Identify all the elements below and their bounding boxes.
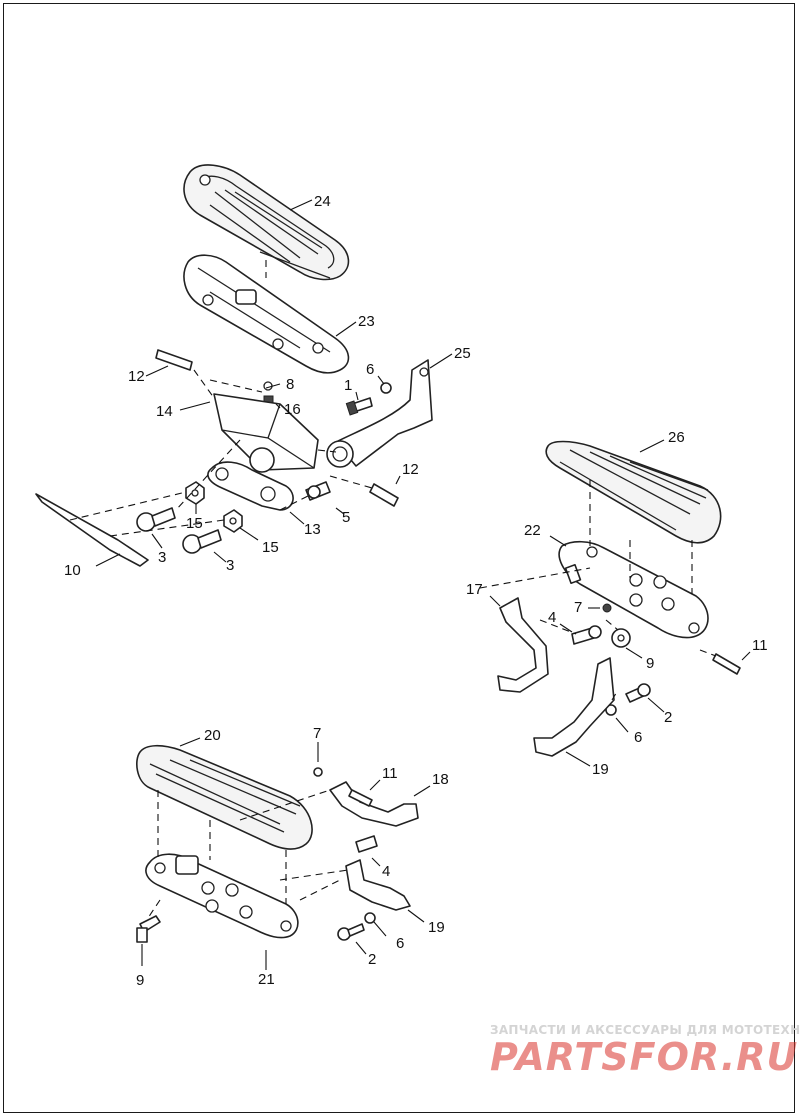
part-11-bolt-bottom <box>348 789 373 807</box>
callout-11-right: 11 <box>752 637 768 654</box>
part-9-bumper-right <box>611 628 631 648</box>
part-21-footboard-base <box>145 853 299 939</box>
callout-labels: 24 23 25 12 8 1 6 14 16 12 15 5 13 3 15 … <box>64 193 768 989</box>
callout-9-bottom: 9 <box>136 972 144 989</box>
callout-18: 18 <box>432 771 449 788</box>
part-6-washer-bottom <box>364 912 376 924</box>
callout-19-right: 19 <box>592 761 609 778</box>
part-11-long-bolt-right <box>712 653 741 675</box>
part-15-nut-lower <box>223 509 243 533</box>
watermark: ЗАПЧАСТИ И АКСЕССУАРЫ ДЛЯ МОТОТЕХНИКИ PA… <box>490 1023 800 1079</box>
callout-21: 21 <box>258 971 275 988</box>
part-24-footboard-pad <box>183 164 350 281</box>
part-9-stud-bottom <box>136 915 161 943</box>
callout-13: 13 <box>304 521 321 538</box>
watermark-logo: PARTSFOR.RU <box>490 1035 798 1079</box>
callout-19-bottom: 19 <box>428 919 445 936</box>
leader-lines <box>95 199 751 970</box>
part-3-screw-upper <box>136 507 176 532</box>
part-25-bracket <box>326 359 433 468</box>
callout-6-top: 6 <box>366 361 374 378</box>
part-12-pin-top <box>155 349 193 371</box>
part-23-footboard-base <box>183 254 350 374</box>
callout-14: 14 <box>156 403 173 420</box>
diagram-frame <box>3 3 795 1113</box>
part-3-screw-lower <box>182 529 222 554</box>
callout-26: 26 <box>668 429 685 446</box>
part-15-nut-upper <box>185 481 205 505</box>
callout-7-bottom: 7 <box>313 725 321 742</box>
part-6-washer-top <box>380 382 392 394</box>
callout-4-bottom: 4 <box>382 863 390 880</box>
part-10-skid-plate <box>35 493 149 567</box>
callout-10: 10 <box>64 562 81 579</box>
callout-15-upper: 15 <box>186 515 203 532</box>
callout-7-right: 7 <box>574 599 582 616</box>
part-22-footboard-base <box>558 540 709 639</box>
callout-3-upper: 3 <box>158 549 166 566</box>
callout-11-bottom: 11 <box>382 765 398 782</box>
callout-17: 17 <box>466 581 483 598</box>
assembly-lines <box>69 260 717 919</box>
callout-1: 1 <box>344 377 352 394</box>
part-8-ball <box>263 381 273 391</box>
part-2-bolt-bottom <box>337 923 365 941</box>
part-17-bracket <box>497 597 549 693</box>
callout-25: 25 <box>454 345 471 362</box>
part-1-screw <box>345 397 373 416</box>
callout-12-top: 12 <box>128 368 145 385</box>
part-5-bolt <box>305 481 331 501</box>
callout-22: 22 <box>524 522 541 539</box>
callout-6-right: 6 <box>634 729 642 746</box>
part-26-footboard-pad <box>545 440 722 544</box>
callout-3-lower: 3 <box>226 557 234 574</box>
callout-4-right: 4 <box>548 609 556 626</box>
part-18-bracket <box>329 781 419 827</box>
callout-8: 8 <box>286 376 294 393</box>
part-19-bracket-bottom <box>345 859 411 911</box>
callout-23: 23 <box>358 313 375 330</box>
part-7-nut-bottom <box>313 767 323 777</box>
part-7-nut-right <box>602 603 612 613</box>
part-4-bolt-right <box>571 625 602 645</box>
callout-20: 20 <box>204 727 221 744</box>
part-13-pivot-arm <box>207 461 294 511</box>
callout-2-right: 2 <box>664 709 672 726</box>
callout-9-right: 9 <box>646 655 654 672</box>
callout-6-bottom: 6 <box>396 935 404 952</box>
callout-15-lower: 15 <box>262 539 279 556</box>
watermark-tagline: ЗАПЧАСТИ И АКСЕССУАРЫ ДЛЯ МОТОТЕХНИКИ <box>490 1023 800 1037</box>
callout-5: 5 <box>342 509 350 526</box>
part-2-bolt-right <box>625 683 651 703</box>
part-19-bracket-right <box>533 657 615 757</box>
part-6-washer-right <box>605 704 617 716</box>
callout-16: 16 <box>284 401 301 418</box>
part-14-pivot-block <box>213 393 319 473</box>
part-4-bolt-bottom <box>355 835 378 853</box>
part-20-footboard-pad <box>136 744 313 850</box>
callout-24: 24 <box>314 193 331 210</box>
callout-2-bottom: 2 <box>368 951 376 968</box>
callout-12-right: 12 <box>402 461 419 478</box>
part-12-pin-right <box>369 483 399 507</box>
